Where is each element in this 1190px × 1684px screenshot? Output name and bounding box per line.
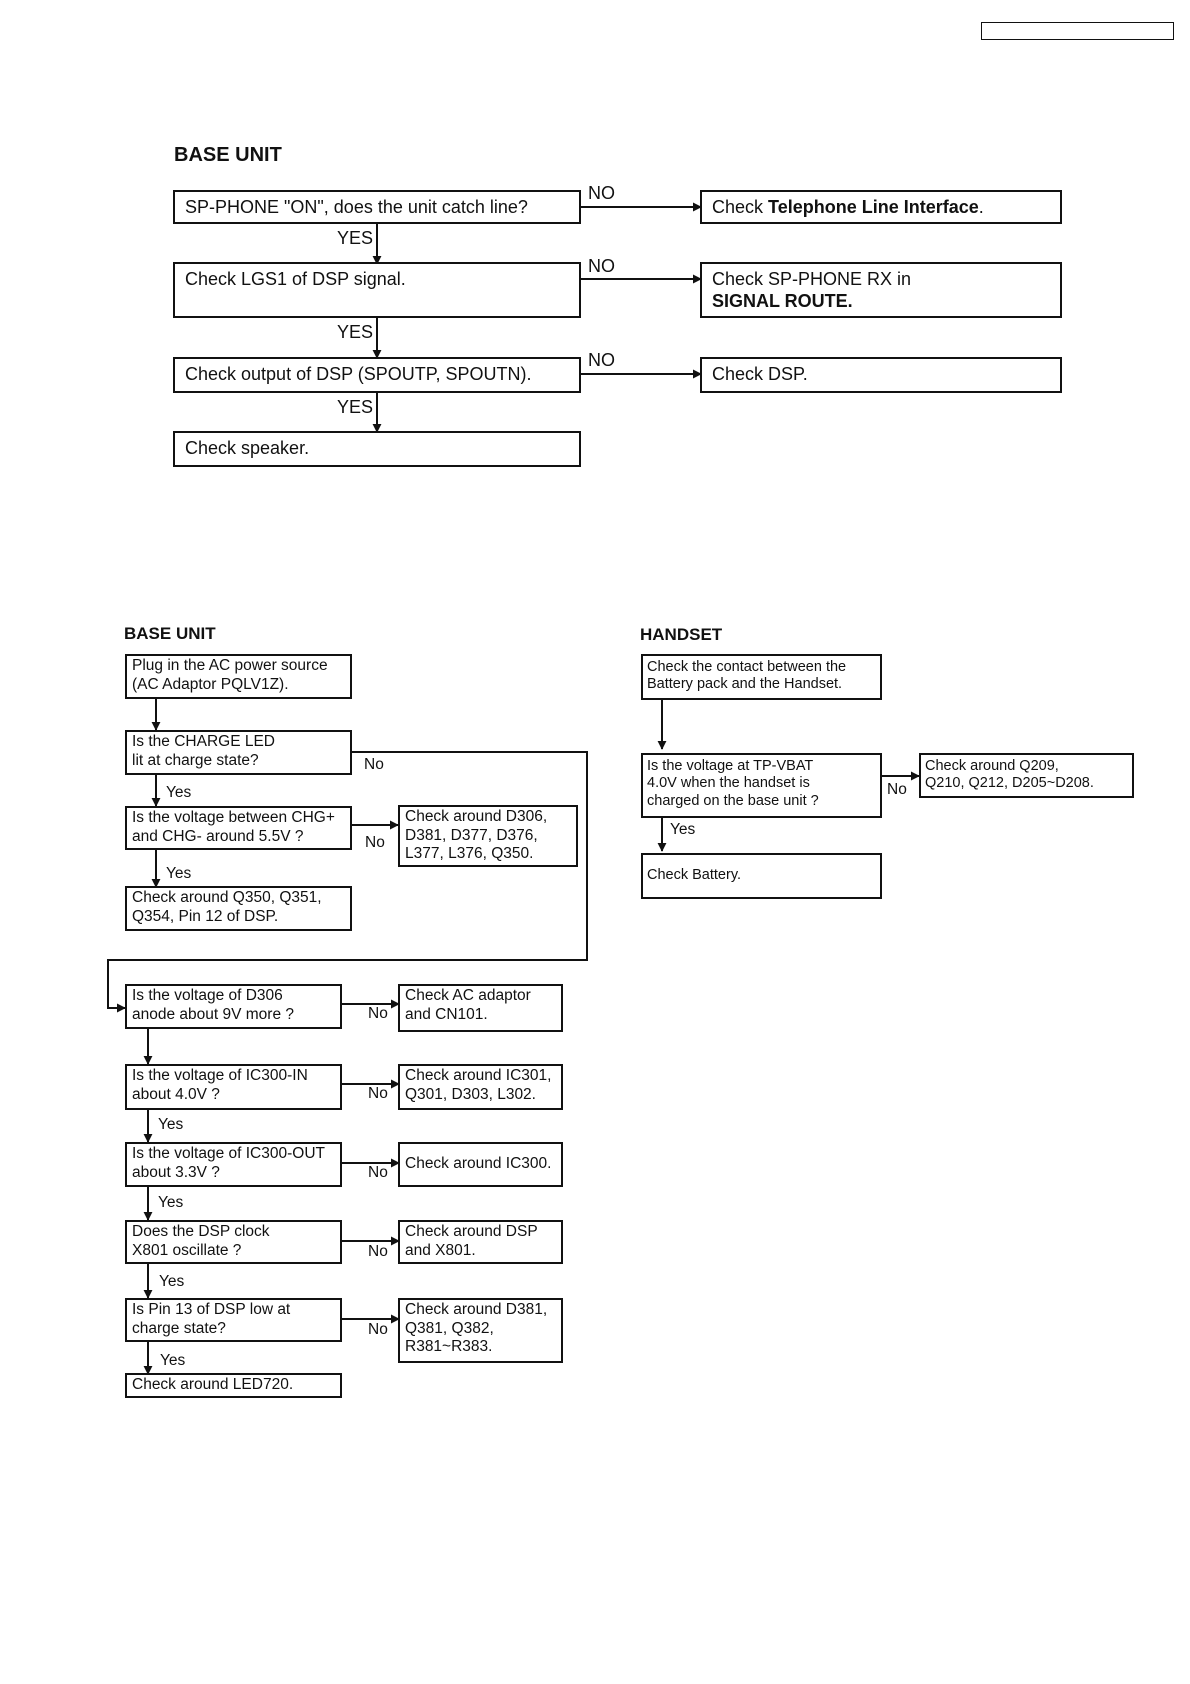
ic300-in-box: Is the voltage of IC300-IN about 4.0V ?: [125, 1064, 342, 1110]
section1-heading: BASE UNIT: [174, 144, 282, 166]
telephone-line-text: Check Telephone Line Interface.: [712, 197, 1050, 219]
charge-led-box: Is the CHARGE LED lit at charge state?: [125, 730, 352, 775]
check-battery-box: Check Battery.: [641, 853, 882, 899]
check-d306-box: Check around D306, D381, D377, D376, L37…: [398, 805, 578, 867]
telephone-line-bold: Telephone Line Interface: [768, 197, 979, 217]
yes-label: Yes: [670, 821, 696, 838]
check-dsp-text: Check DSP.: [712, 364, 808, 384]
section3-heading: HANDSET: [640, 625, 723, 644]
dsp-clock-box: Does the DSP clock X801 oscillate ?: [125, 1220, 342, 1264]
check-output-box: Check output of DSP (SPOUTP, SPOUTN).: [173, 357, 581, 393]
page-reference-box: [981, 22, 1174, 40]
yes-label: YES: [337, 322, 374, 342]
catch-line-text: SP-PHONE "ON", does the unit catch line?: [185, 197, 528, 217]
no-label: No: [364, 756, 384, 773]
pin13-box: Is Pin 13 of DSP low at charge state?: [125, 1298, 342, 1342]
no-label: No: [368, 1243, 388, 1260]
yes-label: Yes: [160, 1352, 186, 1369]
check-speaker-box: Check speaker.: [173, 431, 581, 467]
arrow-led-no-loop: [107, 751, 588, 1013]
check-q209-box: Check around Q209, Q210, Q212, D205~D208…: [919, 753, 1134, 798]
check-speaker-text: Check speaker.: [185, 438, 310, 458]
plug-ac-box: Plug in the AC power source (AC Adaptor …: [125, 654, 352, 699]
check-lgs1-box: Check LGS1 of DSP signal.: [173, 262, 581, 318]
check-dsp-x801-box: Check around DSP and X801.: [398, 1220, 563, 1264]
check-dsp-box: Check DSP.: [700, 357, 1062, 393]
chg-voltage-box: Is the voltage between CHG+ and CHG- aro…: [125, 806, 352, 850]
yes-label: Yes: [158, 1194, 184, 1211]
no-label: No: [368, 1164, 388, 1181]
yes-label: Yes: [166, 784, 192, 801]
check-q350-box: Check around Q350, Q351, Q354, Pin 12 of…: [125, 886, 352, 931]
no-label: No: [887, 781, 907, 798]
ic300-out-box: Is the voltage of IC300-OUT about 3.3V ?: [125, 1142, 342, 1187]
check-output-text: Check output of DSP (SPOUTP, SPOUTN).: [185, 364, 532, 384]
no-label: No: [368, 1321, 388, 1338]
check-d381-box: Check around D381, Q381, Q382, R381~R383…: [398, 1298, 563, 1363]
check-lgs1-text: Check LGS1 of DSP signal.: [185, 269, 406, 289]
sp-phone-rx-line1: Check SP-PHONE RX in: [712, 269, 912, 289]
check-ic300-box: Check around IC300.: [398, 1142, 563, 1187]
telephone-line-suffix: .: [978, 197, 984, 217]
check-ic301-box: Check around IC301, Q301, D303, L302.: [398, 1064, 563, 1110]
no-label: No: [368, 1085, 388, 1102]
telephone-line-prefix: Check: [712, 197, 769, 217]
contact-box: Check the contact between the Battery pa…: [641, 654, 882, 700]
yes-label: Yes: [166, 865, 192, 882]
no-label: NO: [588, 350, 615, 370]
no-label: No: [368, 1005, 388, 1022]
telephone-line-box: Check Telephone Line Interface.: [700, 190, 1062, 224]
vbat-box: Is the voltage at TP-VBAT 4.0V when the …: [641, 753, 882, 818]
no-label: NO: [588, 256, 615, 276]
sp-phone-rx-line2: SIGNAL ROUTE.: [712, 290, 853, 311]
sp-phone-rx-box: Check SP-PHONE RX in SIGNAL ROUTE.: [700, 262, 1062, 318]
section2-heading: BASE UNIT: [124, 624, 216, 643]
yes-label: Yes: [158, 1116, 184, 1133]
no-label: NO: [588, 183, 615, 203]
check-led720-box: Check around LED720.: [125, 1373, 342, 1398]
no-label: No: [365, 834, 385, 851]
catch-line-box: SP-PHONE "ON", does the unit catch line?: [173, 190, 581, 224]
yes-label: Yes: [159, 1273, 185, 1290]
check-ac-box: Check AC adaptor and CN101.: [398, 984, 563, 1032]
yes-label: YES: [337, 397, 374, 417]
d306-voltage-box: Is the voltage of D306 anode about 9V mo…: [125, 984, 342, 1029]
yes-label: YES: [337, 228, 374, 248]
